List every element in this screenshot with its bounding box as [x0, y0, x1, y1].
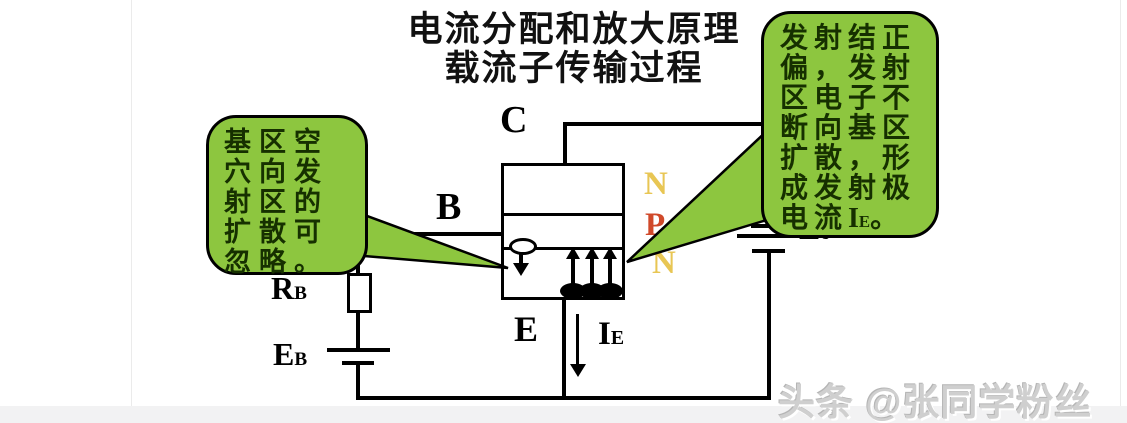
label-rb: RB — [271, 270, 307, 306]
wire-base-horizontal — [356, 232, 504, 236]
title-line-1: 电流分配和放大原理 — [407, 10, 741, 49]
terminal-label-b: B — [436, 186, 462, 228]
ec-battery-plate-long-2 — [737, 234, 801, 238]
ie-arrow-down-icon — [570, 364, 586, 377]
electron-arrow-up-icon — [566, 247, 580, 259]
right-speech-bubble: 发射结正 偏，发射 区电子不 断向基区 扩散，形 成发射极 电流IE。 — [761, 11, 939, 238]
hole-arrow-stem — [519, 252, 523, 264]
bottom-strip — [0, 406, 1127, 423]
terminal-label-e: E — [514, 309, 539, 349]
bubble-text-line: 发射结正 — [780, 23, 917, 54]
bubble-text-line: 成发射极 — [780, 173, 917, 204]
ec-battery-plate-short-1 — [751, 224, 779, 228]
wire-left-lower — [356, 364, 360, 398]
bubble-text-line: 穴向发 — [224, 157, 329, 187]
left-frame-line — [131, 0, 132, 406]
diagram-title: 电流分配和放大原理 载流子传输过程 — [388, 10, 760, 88]
electron-icon — [597, 283, 623, 299]
electron-arrow-up-icon — [585, 247, 599, 259]
hole-icon — [509, 238, 537, 255]
region-label-n-bottom: N — [652, 245, 676, 281]
bubble-text-line: 基区空 — [224, 127, 329, 157]
base-emitter-junction — [504, 247, 622, 250]
resistor-rb — [347, 273, 372, 313]
label-eb: EB — [273, 336, 308, 372]
bubble-text-line: 扩散，形 — [780, 143, 917, 174]
bubble-text-line: 偏，发射 — [780, 53, 917, 84]
transistor-body — [501, 163, 625, 300]
bubble-text-line: 射区的 — [224, 187, 329, 217]
left-speech-bubble: 基区空 穴向发 射区的 扩散可 忽略。 — [206, 115, 368, 277]
label-ie: IE — [598, 316, 625, 352]
region-label-n-top: N — [644, 166, 668, 202]
electron-arrow-stem — [590, 258, 594, 286]
ie-arrow-stem — [576, 314, 579, 366]
wire-emitter-vertical — [562, 294, 566, 398]
wire-collector-vertical — [563, 122, 567, 166]
bubble-text-line-last: 电流IE。 — [780, 203, 905, 234]
eb-battery-plate-long — [327, 348, 390, 352]
bubble-text-line: 扩散可 — [224, 217, 329, 247]
wire-left-middle — [356, 310, 360, 350]
bubble-text-line: 断向基区 — [780, 113, 917, 144]
right-frame-line — [1120, 0, 1121, 406]
collector-base-junction — [504, 213, 622, 216]
bubble-text-line: 区电子不 — [780, 83, 917, 114]
eb-battery-plate-short — [342, 361, 374, 365]
bubble-text-line: 忽略。 — [224, 247, 329, 277]
hole-arrow-down-icon — [513, 263, 529, 276]
wire-bottom-horizontal — [356, 396, 771, 400]
electron-arrow-up-icon — [603, 247, 617, 259]
terminal-label-c: C — [500, 99, 528, 141]
watermark-text: 头条 @张同学粉丝1000万 — [778, 382, 1093, 423]
electron-arrow-stem — [571, 258, 575, 286]
wire-right-lower — [767, 251, 771, 399]
wire-top-horizontal — [563, 122, 771, 126]
electron-arrow-stem — [608, 258, 612, 286]
title-line-2: 载流子传输过程 — [444, 49, 704, 88]
